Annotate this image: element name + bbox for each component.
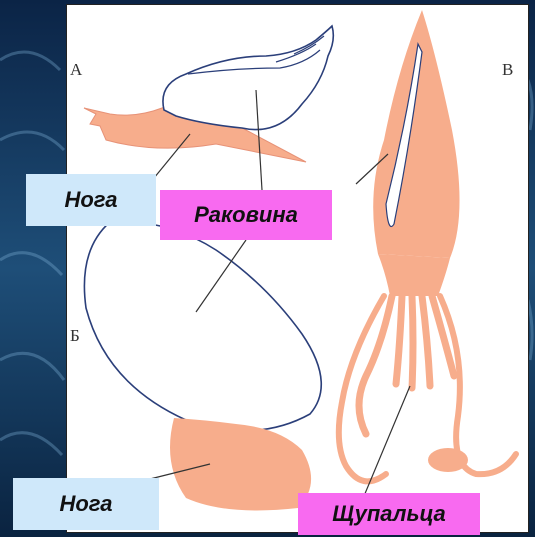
squid-head <box>378 254 450 296</box>
squid-figure <box>339 10 516 496</box>
snail-shell <box>163 26 333 130</box>
label-shchupaltsa: Щупальца <box>298 493 480 535</box>
bivalve-foot <box>170 418 311 510</box>
label-rakovina: Раковина <box>160 190 332 240</box>
squid-tentacles <box>339 296 516 481</box>
label-noga-bivalve: Нога <box>13 478 159 530</box>
figure-letter-a: А <box>70 60 82 80</box>
figure-letter-b: Б <box>70 326 80 346</box>
figure-letter-v: В <box>502 60 513 80</box>
mollusc-illustration <box>66 4 527 531</box>
label-noga-snail: Нога <box>26 174 156 226</box>
bivalve-shell <box>84 222 321 431</box>
bivalve-figure <box>84 222 321 511</box>
squid-mantle <box>373 10 459 258</box>
